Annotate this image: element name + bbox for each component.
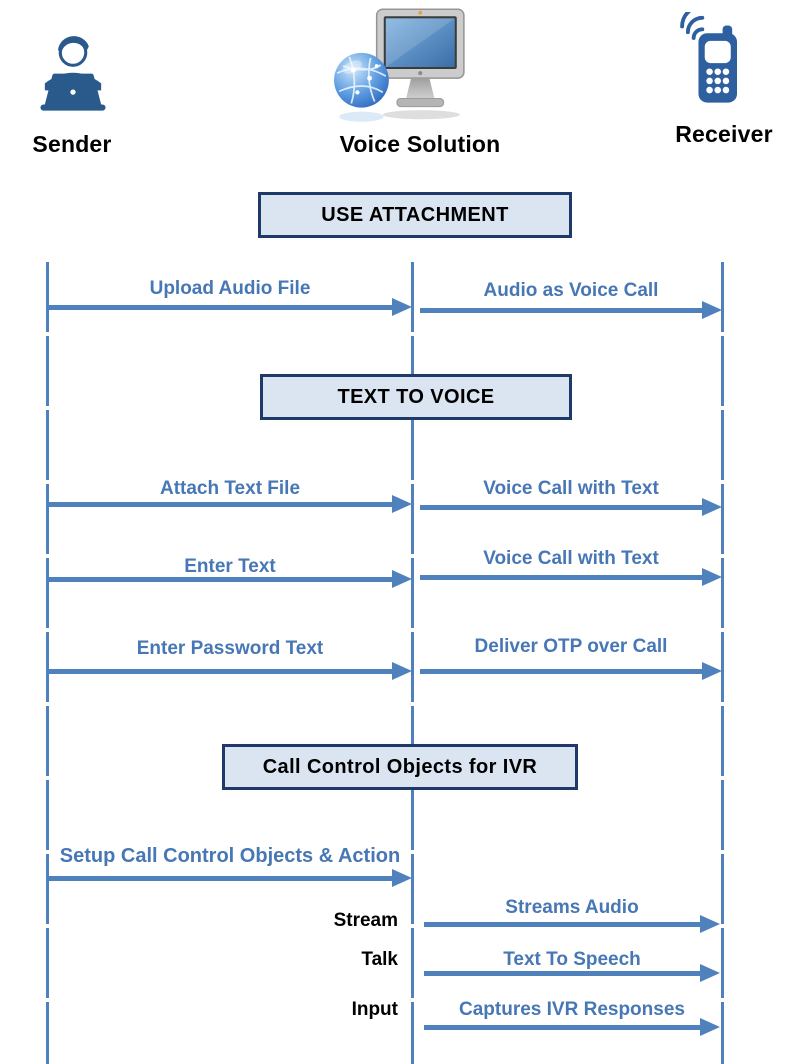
message-label-voice-call-with-text-2: Voice Call with Text	[483, 548, 659, 569]
message-arrow-text-to-speech	[424, 964, 720, 982]
actor-voice-solution	[328, 5, 473, 132]
person-laptop-icon	[40, 36, 106, 111]
message-label-deliver-otp-over-call: Deliver OTP over Call	[474, 636, 668, 657]
lifeline-voice-solution	[411, 262, 414, 1064]
section-text-to-voice: TEXT TO VOICE	[260, 374, 572, 420]
message-label-streams-audio: Streams Audio	[505, 897, 639, 918]
message-arrow-enter-password-text	[48, 662, 412, 680]
message-arrow-voice-call-with-text-1	[420, 498, 722, 516]
actor-receiver	[658, 4, 763, 123]
actor-label-voice-solution: Voice Solution	[339, 131, 501, 157]
message-label-enter-password-text: Enter Password Text	[136, 638, 324, 659]
tag-label-talk: Talk	[361, 949, 398, 970]
mobile-phone-icon	[679, 4, 737, 103]
section-title: Call Control Objects for IVR	[262, 755, 538, 778]
section-title: TEXT TO VOICE	[337, 385, 495, 408]
message-label-audio-as-voice-call: Audio as Voice Call	[483, 280, 659, 301]
message-label-upload-audio-file: Upload Audio File	[149, 278, 311, 299]
message-arrow-audio-as-voice-call	[420, 301, 722, 319]
message-arrow-enter-text	[48, 570, 412, 588]
message-label-setup-call-control: Setup Call Control Objects & Action	[59, 845, 401, 867]
message-label-voice-call-with-text-1: Voice Call with Text	[483, 478, 659, 499]
message-label-attach-text-file: Attach Text File	[159, 478, 301, 499]
tag-label-input: Input	[351, 999, 398, 1020]
actor-label-sender: Sender	[32, 131, 112, 157]
message-label-text-to-speech: Text To Speech	[503, 949, 641, 970]
message-arrow-setup-call-control	[48, 869, 412, 887]
message-arrow-captures-ivr-responses	[424, 1018, 720, 1036]
lifeline-sender	[46, 262, 49, 1064]
message-arrow-attach-text-file	[48, 495, 412, 513]
section-title: USE ATTACHMENT	[321, 203, 509, 226]
lifeline-receiver	[721, 262, 724, 1064]
message-arrow-upload-audio-file	[48, 298, 412, 316]
message-arrow-deliver-otp-over-call	[420, 662, 722, 680]
section-use-attachment: USE ATTACHMENT	[258, 192, 572, 238]
message-arrow-voice-call-with-text-2	[420, 568, 722, 586]
message-label-enter-text: Enter Text	[184, 556, 276, 577]
tag-label-stream: Stream	[333, 910, 398, 931]
globe-monitor-icon	[333, 8, 465, 122]
message-arrow-streams-audio	[424, 915, 720, 933]
message-label-captures-ivr-responses: Captures IVR Responses	[459, 999, 685, 1020]
actor-label-receiver: Receiver	[675, 121, 773, 147]
actor-sender	[28, 20, 118, 127]
section-call-control-ivr: Call Control Objects for IVR	[222, 744, 578, 790]
